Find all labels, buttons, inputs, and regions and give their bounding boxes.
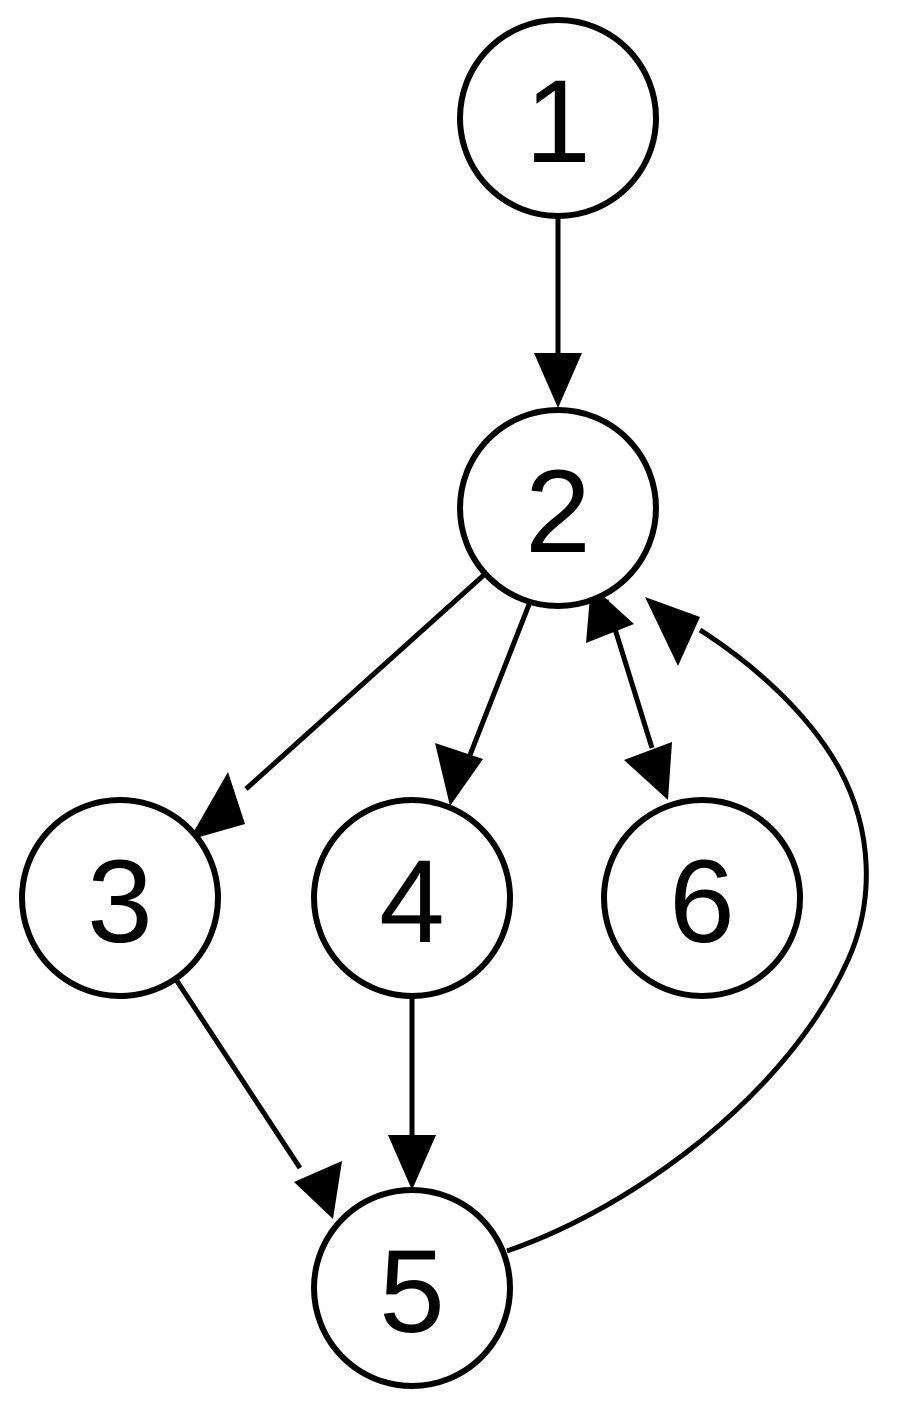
arrowhead-2-to-6 [624, 742, 672, 800]
graph-node-3[interactable]: 3 [19, 797, 221, 999]
graph-node-6[interactable]: 6 [601, 797, 803, 999]
node-label-6: 6 [669, 836, 735, 968]
node-label-5: 5 [379, 1226, 445, 1358]
edge-line-3-to-5 [172, 976, 303, 1170]
arrowhead-2-to-4 [435, 743, 483, 806]
edge-1-to-2[interactable] [534, 216, 582, 408]
edge-line-2-to-4 [467, 601, 533, 756]
edge-4-to-5[interactable] [388, 996, 436, 1190]
graph-node-4[interactable]: 4 [311, 797, 513, 999]
edge-2-to-3[interactable] [189, 572, 487, 840]
node-circle-1 [457, 17, 659, 219]
arrowhead-2-to-3 [189, 772, 245, 840]
node-label-2: 2 [525, 446, 591, 578]
graph-node-5[interactable]: 5 [311, 1187, 513, 1389]
node-label-1: 1 [525, 56, 591, 188]
edge-3-to-5[interactable] [172, 976, 342, 1219]
arrowhead-1-to-2 [534, 353, 582, 408]
edge-2-to-6-bidirectional[interactable] [586, 585, 672, 800]
edge-5-to-2[interactable] [506, 597, 869, 1254]
graph-node-1[interactable]: 1 [457, 17, 659, 219]
node-label-4: 4 [379, 836, 445, 968]
edge-line-5-to-2 [506, 627, 869, 1254]
node-circle-2 [457, 407, 659, 609]
edge-line-2-to-3 [244, 572, 487, 791]
nodes-layer: 1 2 3 4 6 5 [19, 17, 803, 1389]
edges-layer [172, 216, 869, 1254]
node-circle-4 [311, 797, 513, 999]
edge-2-to-4[interactable] [435, 601, 533, 806]
graph-node-2[interactable]: 2 [457, 407, 659, 609]
node-label-3: 3 [87, 836, 153, 968]
arrowhead-3-to-5 [294, 1161, 342, 1219]
node-circle-5 [311, 1187, 513, 1389]
arrowhead-4-to-5 [388, 1135, 436, 1190]
arrowhead-5-to-2 [645, 597, 700, 666]
node-circle-3 [19, 797, 221, 999]
node-circle-6 [601, 797, 803, 999]
